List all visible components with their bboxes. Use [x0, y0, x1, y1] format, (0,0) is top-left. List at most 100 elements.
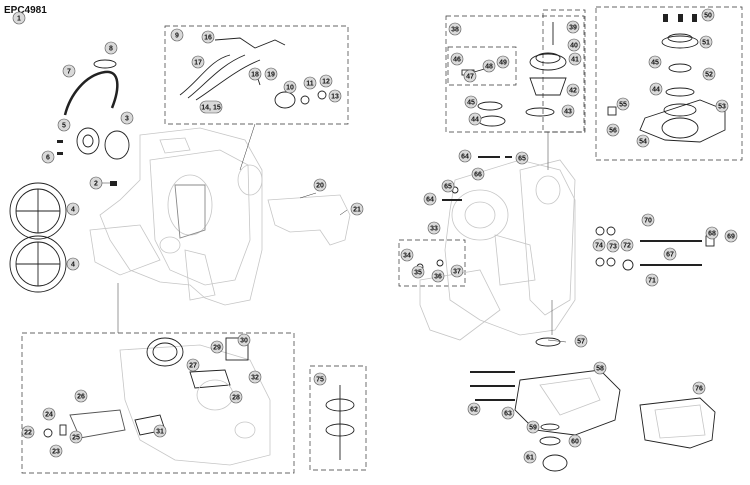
callout-54: 54	[636, 134, 650, 148]
callout-37: 37	[450, 264, 464, 278]
callout-72: 72	[620, 238, 634, 252]
callout-13: 13	[328, 89, 342, 103]
callout-52: 52	[702, 67, 716, 81]
callout-label: 73	[609, 244, 617, 251]
callout-29: 29	[210, 340, 224, 354]
callout-61: 61	[523, 450, 537, 464]
callout-label: 70	[644, 218, 652, 225]
callout-label: 44	[471, 117, 479, 124]
callout-44: 44	[649, 82, 663, 96]
callout-label: 20	[316, 183, 324, 190]
group-box-50	[595, 6, 743, 161]
callout-11: 11	[303, 76, 317, 90]
callout-6: 6	[41, 150, 55, 164]
group-box-38	[445, 15, 585, 133]
callout-69: 69	[724, 229, 738, 243]
callout-label: 40	[570, 43, 578, 50]
callout-62: 62	[467, 402, 481, 416]
callout-18: 18	[248, 67, 262, 81]
callout-label: 13	[331, 94, 339, 101]
callout-label: 62	[470, 407, 478, 414]
group-boxes	[21, 6, 743, 474]
callout-51: 51	[699, 35, 713, 49]
callout-28: 28	[229, 390, 243, 404]
callout-58: 58	[593, 361, 607, 375]
callout-67: 67	[663, 247, 677, 261]
callout-21: 21	[350, 202, 364, 216]
callout-32: 32	[248, 370, 262, 384]
callout-label: 34	[403, 253, 411, 260]
callout-1: 1	[12, 11, 26, 25]
group-box-39	[542, 9, 586, 133]
callout-22: 22	[21, 425, 35, 439]
callout-label: 50	[704, 13, 712, 20]
callout-31: 31	[153, 424, 167, 438]
callout-40: 40	[567, 38, 581, 52]
part-20-bracket	[267, 194, 351, 246]
callout-label: 65	[444, 184, 452, 191]
callout-label: 64	[426, 197, 434, 204]
callout-14-15: 14, 15	[199, 100, 223, 114]
callout-44: 44	[468, 112, 482, 126]
callout-label: 68	[708, 231, 716, 238]
callout-label: 37	[453, 269, 461, 276]
callout-label: 45	[467, 100, 475, 107]
callout-label: 76	[695, 386, 703, 393]
callout-label: 19	[267, 72, 275, 79]
group-75-contents	[325, 385, 355, 460]
callout-25: 25	[69, 430, 83, 444]
callout-53: 53	[715, 99, 729, 113]
callout-label: 4	[71, 207, 75, 214]
callout-76: 76	[692, 381, 706, 395]
callout-label: 36	[434, 274, 442, 281]
left-main-engine	[89, 127, 263, 306]
callout-17: 17	[191, 55, 205, 69]
callout-75: 75	[313, 372, 327, 386]
leader-lines	[96, 123, 567, 343]
callout-23: 23	[49, 444, 63, 458]
callout-label: 32	[251, 375, 259, 382]
callout-label: 28	[232, 395, 240, 402]
callout-label: 49	[499, 60, 507, 67]
callout-46: 46	[450, 52, 464, 66]
callout-7: 7	[62, 64, 76, 78]
callout-label: 29	[213, 345, 221, 352]
callout-74: 74	[592, 238, 606, 252]
callout-label: 58	[596, 366, 604, 373]
callout-56: 56	[606, 123, 620, 137]
callout-label: 8	[109, 46, 113, 53]
group-box-34	[398, 239, 466, 287]
callout-label: 66	[474, 172, 482, 179]
callout-66: 66	[471, 167, 485, 181]
small-fasteners-left	[57, 140, 117, 186]
callout-59: 59	[526, 420, 540, 434]
callout-label: 65	[518, 156, 526, 163]
callout-label: 5	[62, 123, 66, 130]
callout-label: 25	[72, 435, 80, 442]
callout-label: 41	[571, 57, 579, 64]
callout-64: 64	[423, 192, 437, 206]
callout-16: 16	[201, 30, 215, 44]
callout-label: 63	[504, 411, 512, 418]
callout-4: 4	[66, 257, 80, 271]
callout-label: 45	[651, 60, 659, 67]
callout-label: 48	[485, 64, 493, 71]
callout-label: 17	[194, 60, 202, 67]
callout-label: 72	[623, 243, 631, 250]
callout-9: 9	[170, 28, 184, 42]
callout-label: 26	[77, 394, 85, 401]
callout-2: 2	[89, 176, 103, 190]
callout-label: 54	[639, 139, 647, 146]
callout-label: 67	[666, 252, 674, 259]
group-box-lower-left	[21, 332, 295, 474]
callout-label: 69	[727, 234, 735, 241]
callout-45: 45	[648, 55, 662, 69]
callout-10: 10	[283, 80, 297, 94]
callout-label: 38	[451, 27, 459, 34]
callout-48: 48	[482, 59, 496, 73]
callout-45: 45	[464, 95, 478, 109]
group-box-9	[164, 25, 349, 125]
group-38-contents	[461, 22, 567, 127]
part-7-hose	[63, 59, 119, 116]
callout-label: 57	[577, 339, 585, 346]
